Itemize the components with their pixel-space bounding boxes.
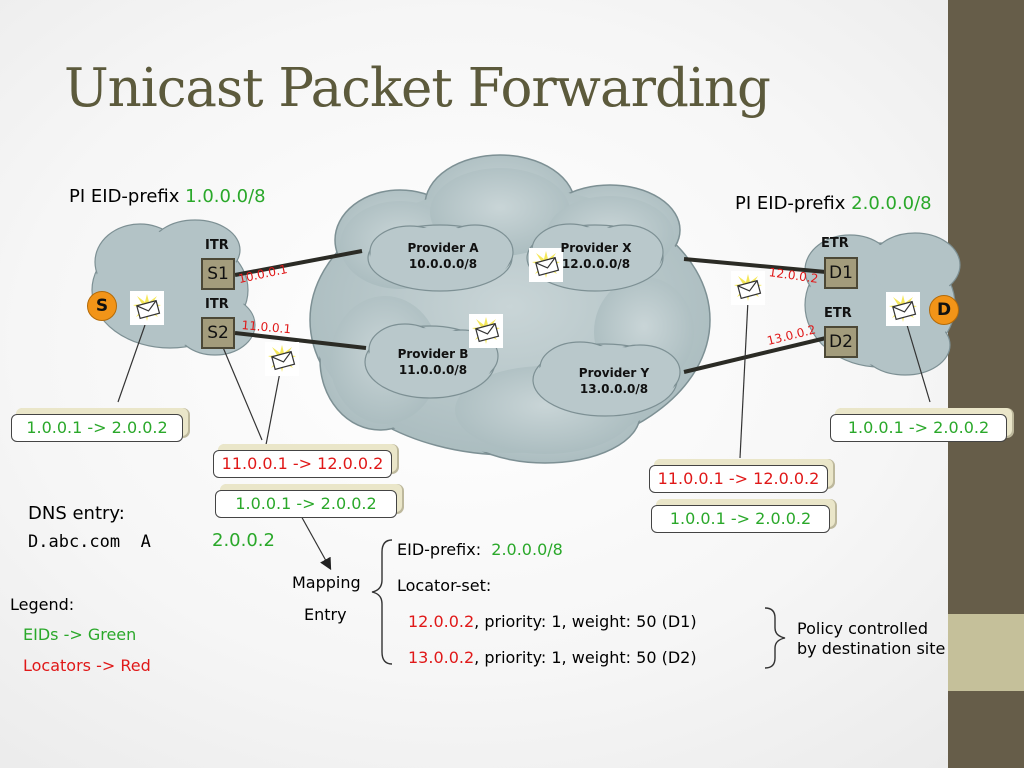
packet-box-left-inner: 1.0.0.1 -> 2.0.0.2	[11, 414, 183, 442]
router-d1: D1	[824, 257, 858, 289]
locator-entry: 13.0.0.2, priority: 1, weight: 50 (D2)	[408, 648, 697, 667]
dns-heading: DNS entry:	[28, 503, 125, 524]
envelope-icon	[130, 291, 164, 325]
itr-tag: ITR	[205, 238, 229, 253]
etr-tag: ETR	[824, 306, 852, 321]
dns-record: D.abc.com A	[28, 532, 151, 552]
envelope-icon	[469, 314, 503, 348]
envelope-icon	[886, 292, 920, 326]
packet-box-left-outer: 11.0.0.1 -> 12.0.0.2	[213, 450, 392, 478]
provider-links	[234, 249, 827, 374]
eid-prefix-line: EID-prefix: 2.0.0.0/8	[397, 540, 563, 559]
left-site-prefix-label: PI EID-prefix 1.0.0.0/8	[69, 186, 266, 207]
router-d2: D2	[824, 326, 858, 358]
destination-host-d: D	[929, 295, 959, 325]
packet-box-left-inner2: 1.0.0.1 -> 2.0.0.2	[215, 490, 397, 518]
locator-set-label: Locator-set:	[397, 576, 492, 595]
sidebar-accent-band	[948, 614, 1024, 691]
slide-title: Unicast Packet Forwarding	[64, 58, 771, 119]
router-s2: S2	[201, 317, 235, 349]
packet-box-right-outer: 11.0.0.1 -> 12.0.0.2	[649, 465, 828, 493]
itr-tag: ITR	[205, 297, 229, 312]
source-host-s: S	[87, 291, 117, 321]
mapping-brace	[371, 539, 393, 665]
envelope-icon	[265, 342, 299, 376]
callout-lines	[117, 299, 931, 571]
envelope-icon	[529, 248, 563, 282]
link-provider-x-d1	[683, 257, 827, 274]
link-s2-provider-b	[234, 331, 367, 350]
mapping-label-line2: Entry	[304, 605, 347, 624]
legend-eids: EIDs -> Green	[23, 625, 137, 644]
link-provider-y-d2	[683, 336, 827, 374]
locator-entry: 12.0.0.2, priority: 1, weight: 50 (D1)	[408, 612, 697, 631]
packet-box-right-inner: 1.0.0.1 -> 2.0.0.2	[830, 414, 1007, 442]
router-s1: S1	[201, 258, 235, 290]
envelope-icon	[731, 271, 765, 305]
etr-tag: ETR	[821, 236, 849, 251]
mapping-label-line1: Mapping	[292, 573, 361, 592]
link-s1-provider-a	[234, 249, 363, 277]
dns-value: 2.0.0.2	[212, 530, 275, 551]
policy-brace	[764, 607, 786, 669]
packet-box-right-inner2: 1.0.0.1 -> 2.0.0.2	[651, 505, 830, 533]
right-site-prefix-label: PI EID-prefix 2.0.0.0/8	[735, 193, 932, 214]
legend-locators: Locators -> Red	[23, 656, 151, 675]
legend-heading: Legend:	[10, 595, 75, 614]
